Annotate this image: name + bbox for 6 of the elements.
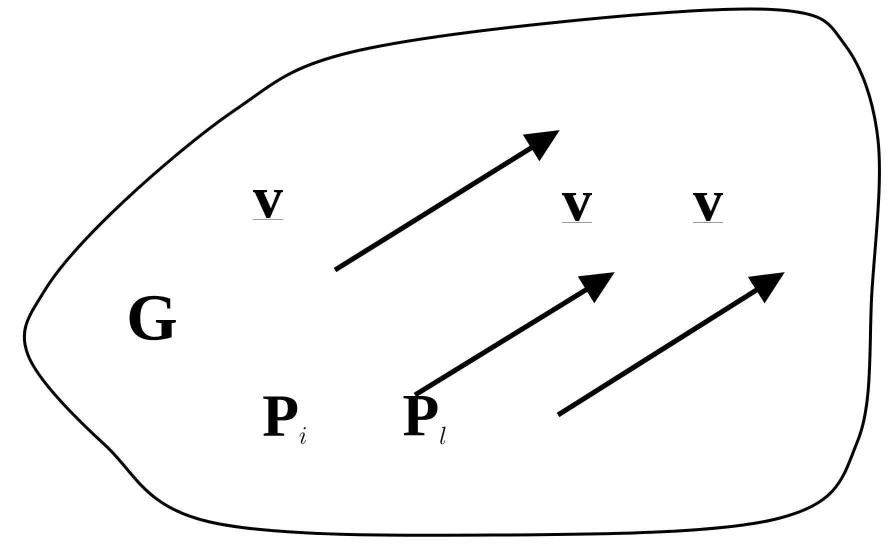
symbol-label: $\mathbf{P}_{l}$ [404,396,446,444]
symbol-label: $\underline{\mathbf{v}}$ [693,192,724,222]
region-label: G [130,296,176,340]
symbol-label: $\mathbf{P}_{i}$ [263,396,306,444]
symbol-label: $\underline{\mathbf{v}}$ [253,190,283,220]
symbol-label: $\underline{\mathbf{v}}$ [562,192,592,222]
